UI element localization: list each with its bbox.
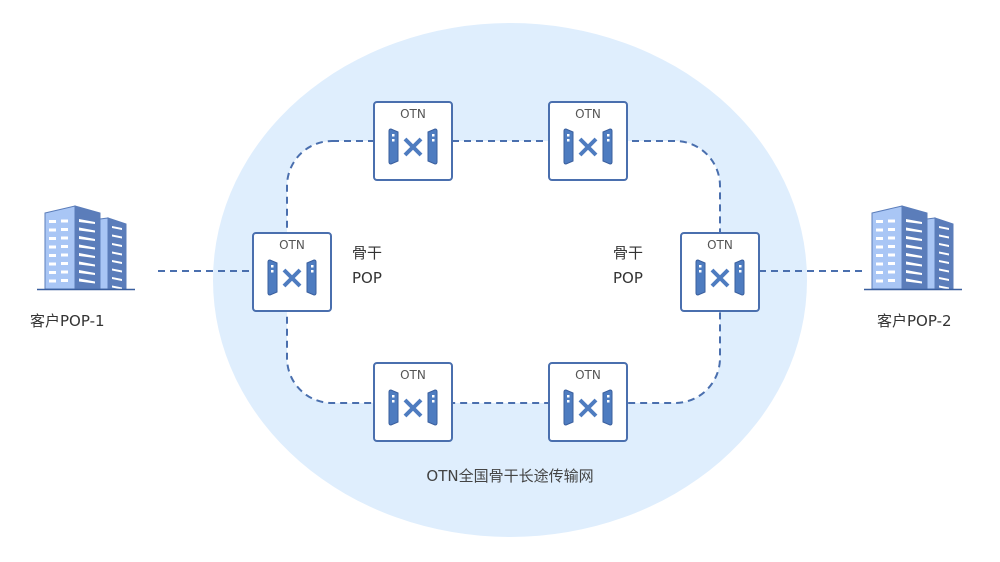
backbone-pop-right-line2: POP xyxy=(613,269,643,287)
otn-node-label: OTN xyxy=(575,107,601,121)
device-panel-left xyxy=(388,389,399,426)
building-icon xyxy=(37,205,135,291)
otn-cross-connect-icon xyxy=(267,259,317,296)
otn-node-bottom-right[interactable] xyxy=(548,362,628,442)
otn-node-left[interactable] xyxy=(252,232,332,312)
device-panel-left xyxy=(267,259,278,296)
device-panel-right xyxy=(427,128,438,165)
cross-connect-icon xyxy=(578,137,598,157)
cross-connect-icon xyxy=(282,268,302,288)
backbone-pop-left-line2: POP xyxy=(352,269,382,287)
building-icon xyxy=(864,205,962,291)
otn-node-label: OTN xyxy=(575,368,601,382)
otn-cross-connect-icon xyxy=(563,128,613,165)
device-panel-left xyxy=(695,259,706,296)
otn-cross-connect-icon xyxy=(388,128,438,165)
device-panel-right xyxy=(602,128,613,165)
otn-node-label: OTN xyxy=(400,368,426,382)
device-panel-right xyxy=(427,389,438,426)
otn-node-top-right[interactable] xyxy=(548,101,628,181)
device-panel-left xyxy=(563,389,574,426)
backbone-pop-left-line1: 骨干 xyxy=(352,244,383,262)
customer-pop-1-label: 客户POP-1 xyxy=(30,312,105,330)
device-panel-right xyxy=(602,389,613,426)
otn-node-label: OTN xyxy=(279,238,305,252)
cross-connect-icon xyxy=(403,398,423,418)
backbone-pop-left-label: 骨干 POP xyxy=(352,243,382,288)
otn-node-bottom-left[interactable] xyxy=(373,362,453,442)
otn-cross-connect-icon xyxy=(563,389,613,426)
otn-node-top-left[interactable] xyxy=(373,101,453,181)
otn-node-label: OTN xyxy=(707,238,733,252)
network-title: OTN全国骨干长途传输网 xyxy=(426,467,594,485)
cross-connect-icon xyxy=(710,268,730,288)
device-panel-right xyxy=(734,259,745,296)
cross-connect-icon xyxy=(403,137,423,157)
ring-interior xyxy=(287,141,720,403)
otn-node-right[interactable] xyxy=(680,232,760,312)
otn-cross-connect-icon xyxy=(695,259,745,296)
cross-connect-icon xyxy=(578,398,598,418)
device-panel-left xyxy=(563,128,574,165)
backbone-pop-right-label: 骨干 POP xyxy=(613,243,643,288)
customer-pop-2-label: 客户POP-2 xyxy=(877,312,952,330)
otn-node-label: OTN xyxy=(400,107,426,121)
backbone-pop-right-line1: 骨干 xyxy=(613,244,644,262)
device-panel-left xyxy=(388,128,399,165)
otn-cross-connect-icon xyxy=(388,389,438,426)
device-panel-right xyxy=(306,259,317,296)
